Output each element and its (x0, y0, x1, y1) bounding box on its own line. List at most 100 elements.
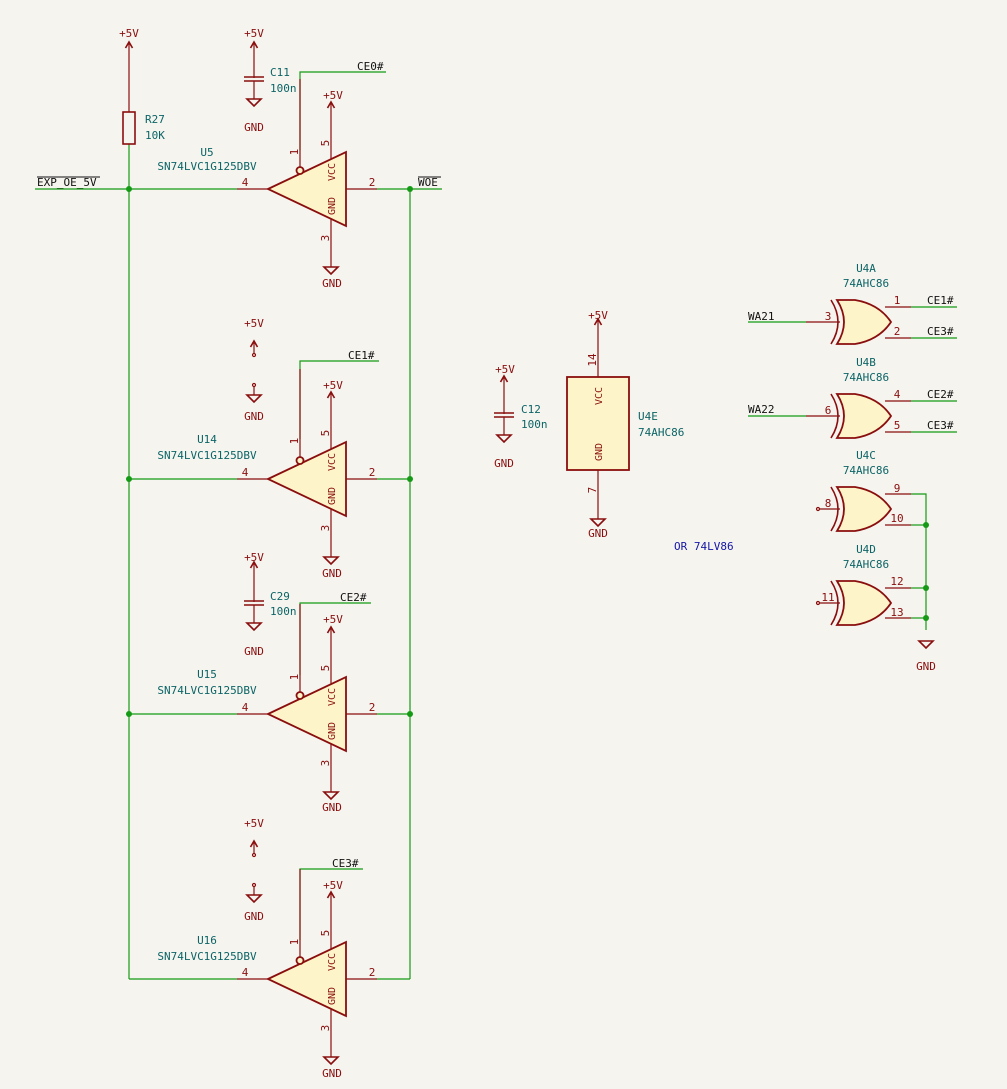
net-label-wa22: WA22 (748, 403, 775, 416)
c11-vcc-label: +5V (244, 27, 264, 40)
u15-ref: U15 (197, 668, 217, 681)
u14-pin-oe: 1 (288, 438, 301, 445)
r27-ref: R27 (145, 113, 165, 126)
u4b-pin-in: 6 (825, 404, 832, 417)
u4e-body-vcc: VCC (594, 387, 605, 405)
u15-pin-oe: 1 (288, 674, 301, 681)
c29-vcc-label: +5V (244, 551, 264, 564)
buffer-u5[interactable]: +5V GND U5 SN74LVC1G125DBV 4 2 1 5 3 VCC… (157, 60, 384, 290)
capacitor-c12[interactable]: +5V GND C12 100n (493, 363, 548, 470)
u5-oe-net: CE0# (357, 60, 384, 73)
u4e-ref: U4E (638, 410, 658, 423)
u4a-pin-a: 1 (894, 294, 901, 307)
u14-pin-gnd: 3 (319, 525, 332, 532)
buffer-u14[interactable]: +5V GND +5V GND U14 SN74LVC1G125DBV 4 2 … (157, 317, 378, 580)
c29-value: 100n (270, 605, 297, 618)
u4c-ref: U4C (856, 449, 876, 462)
u16-pin-oe: 1 (288, 939, 301, 946)
u16-pin-out: 2 (369, 966, 376, 979)
u4a-ref: U4A (856, 262, 876, 275)
u14-body-gnd: GND (327, 487, 338, 505)
junction-dots (126, 186, 929, 717)
u4a-part: 74AHC86 (843, 277, 889, 290)
u15-part: SN74LVC1G125DBV (157, 684, 257, 697)
capacitor-c29[interactable]: +5V GND C29 100n (243, 551, 297, 658)
buffer-u15[interactable]: +5V GND U15 SN74LVC1G125DBV 4 2 1 5 3 VC… (157, 591, 378, 814)
u4a-pin-b: 2 (894, 325, 901, 338)
u14-pin-out: 2 (369, 466, 376, 479)
u14-vcc-label: +5V (323, 379, 343, 392)
u4c-part: 74AHC86 (843, 464, 889, 477)
u4d-pin-a: 12 (890, 575, 903, 588)
u16-oe-net: CE3# (332, 857, 359, 870)
u5-pin-in: 4 (242, 176, 249, 189)
xor-gnd-label: GND (916, 660, 936, 673)
u15-vcc-label: +5V (323, 613, 343, 626)
u4a-net-b: CE3# (927, 325, 954, 338)
u5-pin-gnd: 3 (319, 235, 332, 242)
u15-oe-net: CE2# (340, 591, 367, 604)
u16-vcc-label: +5V (323, 879, 343, 892)
xor-power-unit-u4e[interactable]: +5V GND 14 7 VCC GND U4E 74AHC86 (566, 309, 684, 540)
c11-gnd-label: GND (244, 121, 264, 134)
c11-value: 100n (270, 82, 297, 95)
u16-part: SN74LVC1G125DBV (157, 950, 257, 963)
u14-pin-vcc: 5 (319, 430, 332, 437)
xor-gate-u4d[interactable]: U4D 74AHC86 11 12 13 (815, 543, 912, 626)
resistor-r27[interactable]: +5V R27 10K (119, 27, 165, 145)
u4d-pin-in: 11 (821, 591, 834, 604)
capacitor-c11[interactable]: +5V GND C11 100n (243, 27, 297, 134)
xor-gate-u4b[interactable]: U4B 74AHC86 6 4 5 WA22 CE2# CE3# (748, 356, 954, 439)
u15-body-gnd: GND (327, 722, 338, 740)
u5-pin-oe: 1 (288, 149, 301, 156)
u4e-pin-gnd: 7 (586, 487, 599, 494)
u5-part: SN74LVC1G125DBV (157, 160, 257, 173)
c29-gnd-label: GND (244, 645, 264, 658)
note-text: OR 74LV86 (674, 540, 734, 553)
u14-gnd-label: GND (322, 567, 342, 580)
u4e-part: 74AHC86 (638, 426, 684, 439)
u5-ref: U5 (200, 146, 213, 159)
u15-pin-in: 4 (242, 701, 249, 714)
u14-ref: U14 (197, 433, 217, 446)
u4e-gnd-label: GND (588, 527, 608, 540)
u15-pin-vcc: 5 (319, 665, 332, 672)
u5-pin-vcc: 5 (319, 140, 332, 147)
xor-gate-u4a[interactable]: U4A 74AHC86 3 1 2 WA21 CE1# CE3# (748, 262, 954, 345)
u16-nc-gnd-label: GND (244, 910, 264, 923)
xor-gate-u4c[interactable]: U4C 74AHC86 8 9 10 (815, 449, 912, 532)
u4b-part: 74AHC86 (843, 371, 889, 384)
u4c-pin-b: 10 (890, 512, 903, 525)
u4c-pin-a: 9 (894, 482, 901, 495)
u4b-net-b: CE3# (927, 419, 954, 432)
wire-network (35, 71, 957, 980)
r27-vcc-label: +5V (119, 27, 139, 40)
u4a-net-a: CE1# (927, 294, 954, 307)
u16-pin-vcc: 5 (319, 930, 332, 937)
u16-pin-gnd: 3 (319, 1025, 332, 1032)
u5-gnd-label: GND (322, 277, 342, 290)
u4b-pin-a: 4 (894, 388, 901, 401)
u14-nc-vcc-label: +5V (244, 317, 264, 330)
c12-ref: C12 (521, 403, 541, 416)
u4b-ref: U4B (856, 356, 876, 369)
net-label-woe: WOE (418, 176, 438, 189)
u15-body-vcc: VCC (327, 688, 338, 706)
u4c-pin-in: 8 (825, 497, 832, 510)
u14-body-vcc: VCC (327, 453, 338, 471)
u16-body-gnd: GND (327, 987, 338, 1005)
u16-body-vcc: VCC (327, 953, 338, 971)
u5-body-gnd: GND (327, 197, 338, 215)
net-label-wa21: WA21 (748, 310, 775, 323)
u5-body-vcc: VCC (327, 163, 338, 181)
u4d-ref: U4D (856, 543, 876, 556)
buffer-u16[interactable]: +5V GND +5V GND U16 SN74LVC1G125DBV 4 2 … (157, 817, 378, 1080)
c12-value: 100n (521, 418, 548, 431)
u4d-part: 74AHC86 (843, 558, 889, 571)
c12-gnd-label: GND (494, 457, 514, 470)
net-label-exp-oe: EXP_OE_5V (37, 176, 97, 189)
u14-nc-gnd-label: GND (244, 410, 264, 423)
u14-oe-net: CE1# (348, 349, 375, 362)
u14-part: SN74LVC1G125DBV (157, 449, 257, 462)
